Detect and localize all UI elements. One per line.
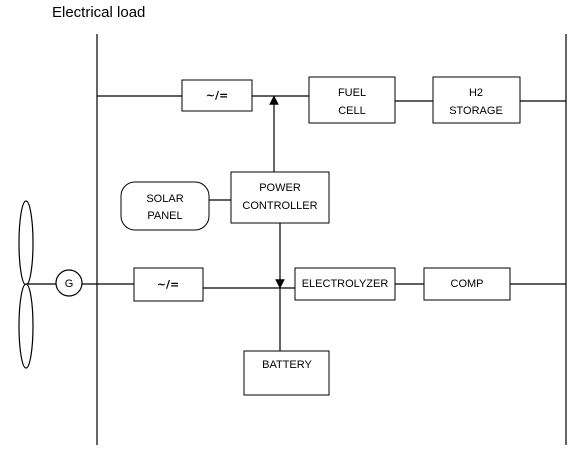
h2-storage-label-line2: STORAGE	[449, 105, 503, 117]
diagram-title: Electrical load	[52, 4, 145, 21]
comp-block: COMP	[423, 267, 511, 301]
top-converter-symbol: ~/=	[206, 89, 228, 102]
electrolyzer-block: ELECTROLYZER	[294, 267, 396, 301]
fuel-cell-label-line2: CELL	[338, 105, 366, 117]
top-converter-block: ~/=	[181, 79, 253, 112]
generator-label: G	[65, 278, 74, 290]
fuel-cell-block: FUEL CELL	[308, 76, 396, 124]
solar-panel-block: SOLAR PANEL	[120, 181, 210, 231]
h2-storage-block: H2 STORAGE	[432, 76, 521, 124]
solar-panel-label-line2: PANEL	[147, 210, 182, 222]
power-controller-label-line2: CONTROLLER	[242, 200, 317, 212]
solar-panel-label-line1: SOLAR	[146, 193, 183, 205]
power-controller-block: POWER CONTROLLER	[230, 171, 330, 224]
electrolyzer-label: ELECTROLYZER	[302, 278, 389, 290]
battery-label: BATTERY	[262, 359, 312, 371]
power-controller-label-line1: POWER	[259, 182, 301, 194]
fuel-cell-label-line1: FUEL	[338, 87, 366, 99]
battery-block: BATTERY	[243, 350, 330, 396]
bottom-converter-symbol: ~/=	[157, 278, 179, 291]
comp-label: COMP	[451, 278, 484, 290]
h2-storage-label-line1: H2	[469, 87, 483, 99]
wind-turbine-icon	[18, 200, 56, 369]
bottom-converter-block: ~/=	[133, 267, 204, 302]
generator-block: G	[55, 269, 83, 297]
